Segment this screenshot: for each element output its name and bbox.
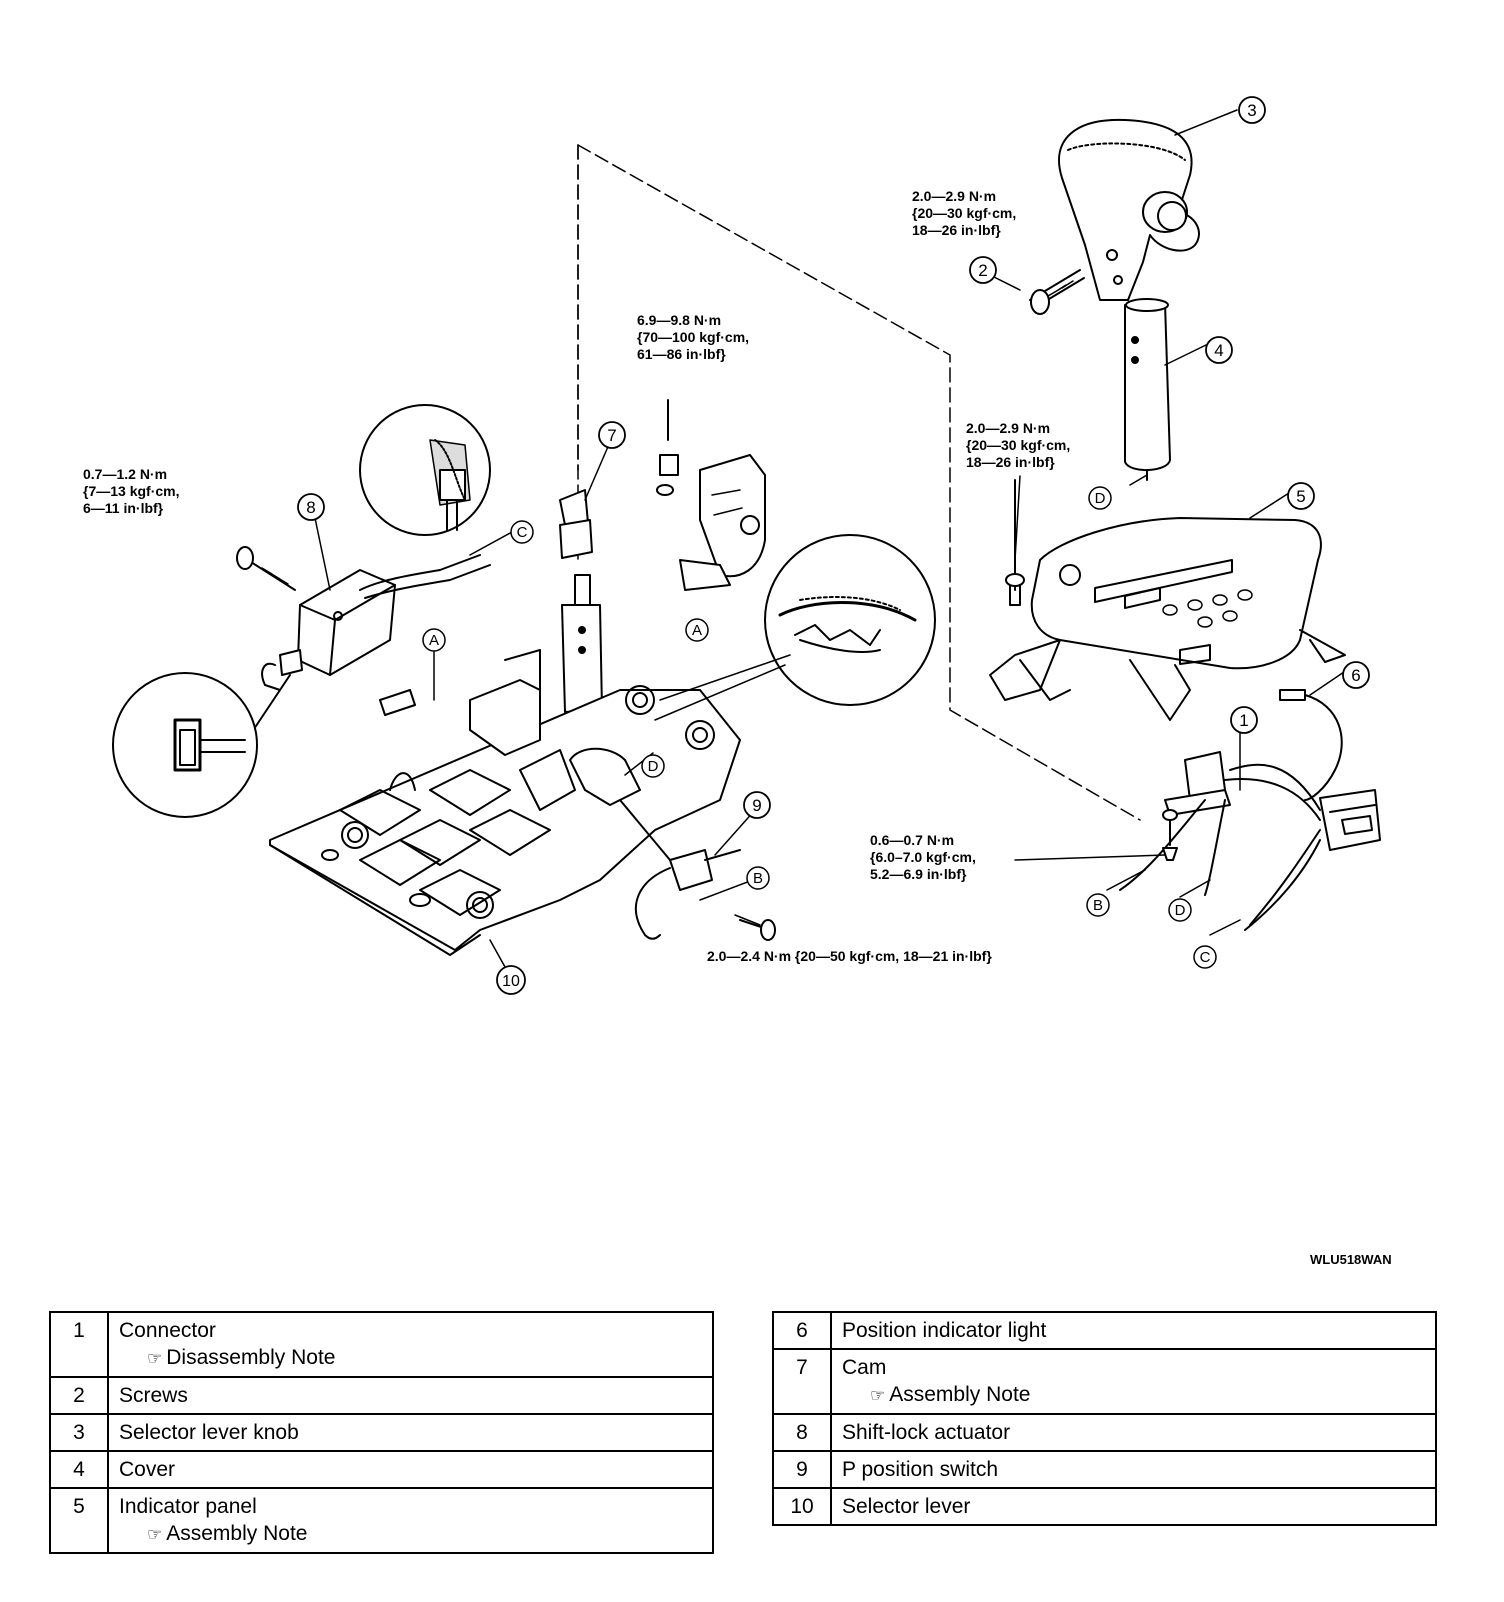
reference-circles: [422, 486, 1217, 969]
callout-10: 10: [502, 973, 520, 990]
part-name-cell: Selector lever knob: [107, 1413, 714, 1452]
callouts: [297, 96, 1370, 995]
callout-4: 4: [1214, 341, 1223, 360]
detail-circle-right: [654, 534, 936, 721]
cam: [559, 489, 593, 559]
ref-c-actuator: C: [517, 524, 528, 541]
part-name: Cam: [842, 1356, 887, 1379]
part-number: 4: [49, 1450, 109, 1489]
part-number: 1: [49, 1311, 109, 1378]
part-name: Position indicator light: [842, 1319, 1047, 1342]
part-name-cell: Connector☞Disassembly Note: [107, 1311, 714, 1378]
ref-d-base: D: [648, 758, 659, 775]
part-number: 2: [49, 1376, 109, 1415]
ref-c-harness: C: [1200, 949, 1211, 966]
ref-d-cover: D: [1095, 490, 1106, 507]
actuator-bolt: [236, 546, 296, 591]
callout-3: 3: [1247, 101, 1256, 120]
part-number: 9: [772, 1450, 832, 1489]
part-name-cell: P position switch: [830, 1450, 1437, 1489]
parts-row: 10 Selector lever: [772, 1487, 1437, 1526]
pointing-hand-icon: ☞: [147, 1349, 163, 1368]
parts-row: 6 Position indicator light: [772, 1311, 1437, 1350]
figure-id: WLU518WAN: [1310, 1252, 1392, 1267]
part-name: Selector lever knob: [119, 1421, 299, 1444]
callout-2: 2: [978, 261, 987, 280]
connector-harness: [1119, 751, 1381, 931]
part-name: P position switch: [842, 1458, 999, 1481]
part-name: Selector lever: [842, 1495, 971, 1518]
knob-screw: [1029, 269, 1085, 315]
cam-bracket: [656, 399, 766, 591]
part-note-text: Disassembly Note: [166, 1346, 336, 1369]
exploded-diagram: 1 2 3 4 5 6 7 8 9 10 A A C D D B D C B: [112, 96, 1381, 995]
ref-b-switch: B: [753, 870, 763, 887]
connector-screw: [1162, 809, 1178, 861]
alignment-lines: [577, 144, 1141, 821]
callout-8: 8: [306, 498, 315, 517]
callout-1: 1: [1239, 711, 1248, 730]
part-note-text: Assembly Note: [166, 1522, 308, 1545]
part-number: 8: [772, 1413, 832, 1452]
part-name-cell: Indicator panel☞Assembly Note: [107, 1487, 714, 1554]
torque-connector-screw: 0.6—0.7 N·m {6.0–7.0 kgf·cm, 5.2—6.9 in·…: [870, 832, 976, 882]
part-number: 10: [772, 1487, 832, 1526]
part-number: 3: [49, 1413, 109, 1452]
part-name-cell: Position indicator light: [830, 1311, 1437, 1350]
part-name-cell: Shift-lock actuator: [830, 1413, 1437, 1452]
shift-lock-actuator: [249, 554, 491, 736]
part-note[interactable]: ☞Assembly Note: [842, 1381, 1425, 1409]
part-name-cell: Selector lever: [830, 1487, 1437, 1526]
selector-lever-base: [269, 649, 741, 956]
callout-5: 5: [1296, 487, 1305, 506]
cover: [1124, 298, 1171, 481]
callout-6: 6: [1351, 666, 1360, 685]
part-name: Indicator panel: [119, 1495, 257, 1518]
pointing-hand-icon: ☞: [870, 1386, 886, 1405]
selector-lever-knob: [1058, 118, 1200, 301]
parts-row: 9 P position switch: [772, 1450, 1437, 1489]
part-name: Connector: [119, 1319, 216, 1342]
ref-a-bracket: A: [692, 622, 702, 639]
torque-actuator-bolt: 0.7—1.2 N·m {7—13 kgf·cm, 6—11 in·lbf}: [83, 466, 180, 516]
callout-9: 9: [752, 796, 761, 815]
torque-knob-screw: 2.0—2.9 N·m {20—30 kgf·cm, 18—26 in·lbf}: [912, 188, 1017, 238]
ref-b-harness: B: [1093, 897, 1103, 914]
part-note[interactable]: ☞Disassembly Note: [119, 1344, 702, 1372]
panel-screw: [1005, 479, 1025, 606]
parts-row: 3 Selector lever knob: [49, 1413, 714, 1452]
part-note[interactable]: ☞Assembly Note: [119, 1520, 702, 1548]
callout-7: 7: [607, 426, 616, 445]
part-note-text: Assembly Note: [889, 1383, 1031, 1406]
position-indicator-light: [1279, 689, 1343, 801]
parts-row: 8 Shift-lock actuator: [772, 1413, 1437, 1452]
indicator-panel: [989, 517, 1346, 721]
selector-shaft: [561, 574, 603, 713]
parts-row: 4 Cover: [49, 1450, 714, 1489]
torque-switch-screw: 2.0—2.4 N·m {20—50 kgf·cm, 18—21 in·lbf}: [707, 948, 992, 964]
part-name: Cover: [119, 1458, 176, 1481]
torque-cam-bolt: 6.9—9.8 N·m {70—100 kgf·cm, 61—86 in·lbf…: [637, 312, 750, 362]
part-name-cell: Cam☞Assembly Note: [830, 1348, 1437, 1415]
ref-a-base: A: [429, 632, 439, 649]
part-number: 6: [772, 1311, 832, 1350]
part-number: 7: [772, 1348, 832, 1415]
part-number: 5: [49, 1487, 109, 1554]
p-position-switch: [619, 799, 776, 941]
part-name-cell: Cover: [107, 1450, 714, 1489]
part-name-cell: Screws: [107, 1376, 714, 1415]
parts-row: 2 Screws: [49, 1376, 714, 1415]
part-name: Shift-lock actuator: [842, 1421, 1011, 1444]
ref-d-harness: D: [1175, 902, 1186, 919]
detail-circle-top: [359, 404, 491, 536]
detail-circle-left: [112, 672, 258, 818]
torque-panel-screw: 2.0—2.9 N·m {20—30 kgf·cm, 18—26 in·lbf}: [966, 420, 1071, 470]
pointing-hand-icon: ☞: [147, 1525, 163, 1544]
part-name: Screws: [119, 1384, 188, 1407]
